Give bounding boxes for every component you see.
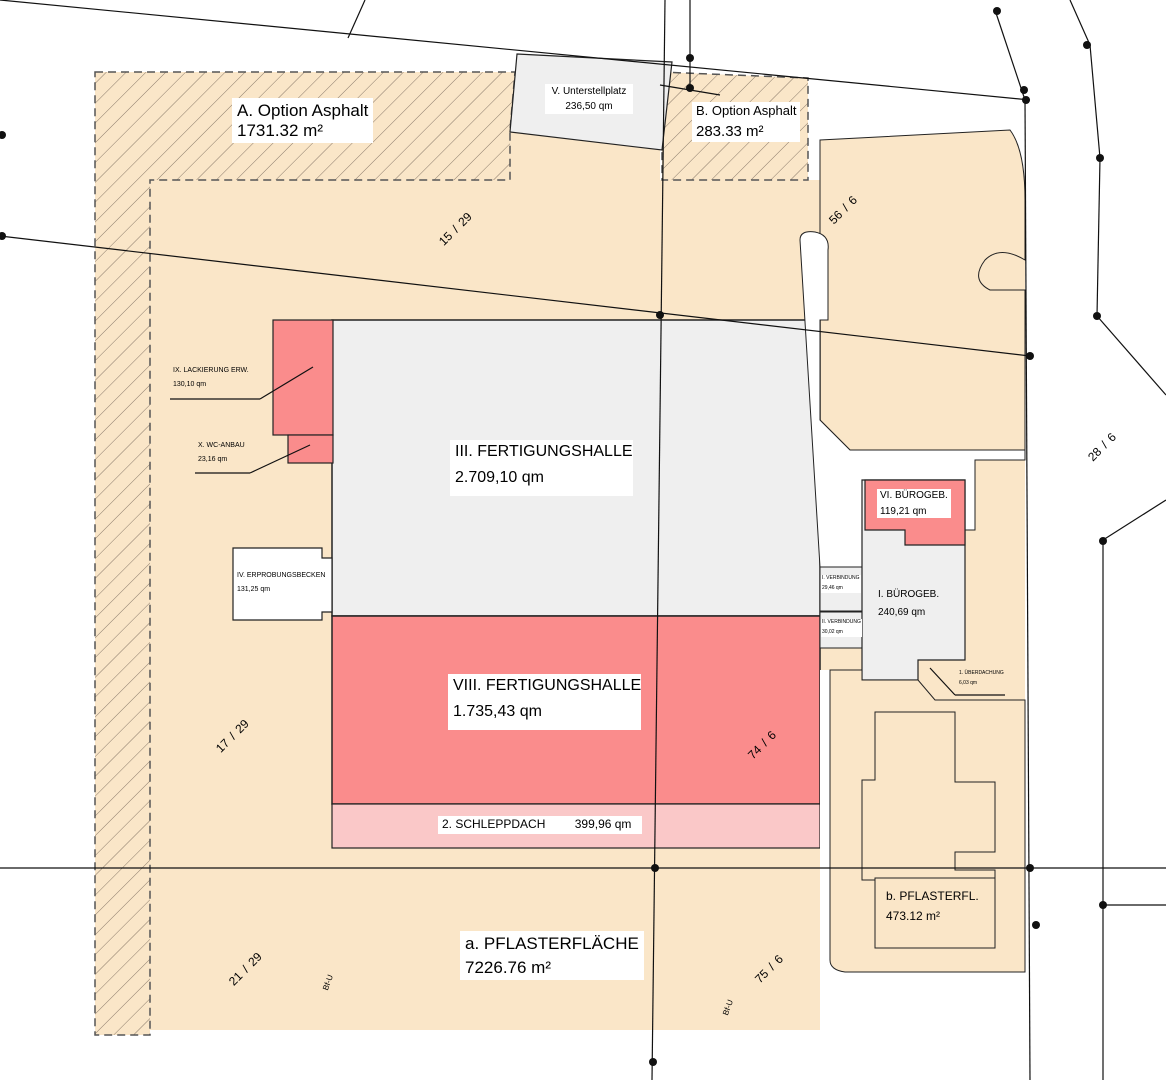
- fertigungshalle-3-title: III. FERTIGUNGSHALLE: [455, 443, 633, 460]
- buerogeb-6-label: VI. BÜROGEB. 119,21 qm: [877, 489, 951, 518]
- pflaster-b-shape: [874, 877, 996, 949]
- unterstellplatz-title: V. Unterstellplatz: [551, 86, 627, 97]
- lackierung-title: IX. LACKIERUNG ERW.: [173, 367, 249, 374]
- walkway-east: [799, 231, 1026, 568]
- option-b-label: B. Option Asphalt 283.33 m²: [692, 102, 801, 143]
- option-a-value: 1731.32 m²: [237, 120, 323, 140]
- verbindung-2-label: II. VERBINDUNG 30,02 qm: [821, 619, 862, 637]
- leader-lines: [170, 366, 1005, 696]
- pflaster-a-value: 7226.76 m²: [465, 957, 551, 977]
- ueberdachung-title: 1. ÜBERDACHUNG: [959, 670, 1004, 676]
- schleppdach-value: 399,96 qm: [574, 817, 632, 831]
- fertigungshalle-8-value: 1.735,43 qm: [453, 703, 542, 721]
- option-a-title: A. Option Asphalt: [237, 101, 369, 120]
- verbindung-2-value: 30,02 qm: [822, 628, 843, 635]
- survey-points: [0, 7, 1107, 1066]
- option-a-label: A. Option Asphalt 1731.32 m²: [232, 98, 374, 144]
- schleppdach-label: 2. SCHLEPPDACH 399,96 qm: [438, 816, 642, 834]
- pflaster-a-label: a. PFLASTERFLÄCHE 7226.76 m²: [460, 931, 644, 981]
- verbindung-1-title: I. VERBINDUNG: [822, 575, 860, 581]
- fertigungshalle-3-value: 2.709,10 qm: [455, 469, 544, 487]
- unterstellplatz-value: 236,50 qm: [565, 100, 613, 112]
- buerogeb-6-value: 119,21 qm: [880, 505, 927, 517]
- pflaster-a-title: a. PFLASTERFLÄCHE: [465, 934, 639, 953]
- erprobungsbecken-value: 131,25 qm: [237, 586, 271, 594]
- fertigungshalle-8-title: VIII. FERTIGUNGSHALLE: [453, 677, 642, 694]
- verbindung-1-label: I. VERBINDUNG 29,46 qm: [821, 575, 861, 593]
- buerogeb-6-title: VI. BÜROGEB.: [880, 490, 948, 501]
- verbindung-2-title: II. VERBINDUNG: [822, 619, 861, 625]
- wc-anbau-value: 23,16 qm: [198, 456, 228, 464]
- ueberdachung-value: 6,03 qm: [959, 679, 978, 686]
- schleppdach-title: 2. SCHLEPPDACH: [442, 817, 546, 831]
- walkway-lower-east: [820, 670, 1025, 1035]
- buerogeb-1-label: I. BÜROGEB. 240,69 qm: [875, 588, 942, 619]
- option-b-value: 283.33 m²: [696, 122, 764, 140]
- wc-anbau-label: X. WC-ANBAU 23,16 qm: [195, 440, 248, 466]
- ueberdachung-label: 1. ÜBERDACHUNG 6,03 qm: [958, 670, 1005, 688]
- fertigungshalle-8-label: VIII. FERTIGUNGSHALLE 1.735,43 qm: [448, 674, 641, 730]
- unterstellplatz-label: V. Unterstellplatz 236,50 qm: [545, 84, 633, 114]
- paving-area-east: [819, 129, 1026, 451]
- buerogeb-1-title: I. BÜROGEB.: [878, 589, 940, 600]
- erprobungsbecken-label: IV. ERPROBUNGSBECKEN 131,25 qm: [234, 570, 329, 597]
- lackierung-label: IX. LACKIERUNG ERW. 130,10 qm: [170, 365, 252, 391]
- wc-anbau-shape: [287, 434, 334, 464]
- buerogeb-1-value: 240,69 qm: [878, 606, 926, 618]
- option-b-title: B. Option Asphalt: [696, 103, 797, 118]
- pflaster-b-label: b. PFLASTERFL. 473.12 m²: [884, 889, 981, 925]
- fertigungshalle-3-label: III. FERTIGUNGSHALLE 2.709,10 qm: [450, 440, 633, 496]
- lackierung-value: 130,10 qm: [173, 381, 207, 389]
- wc-anbau-title: X. WC-ANBAU: [198, 442, 245, 449]
- erprobungsbecken-title: IV. ERPROBUNGSBECKEN: [237, 572, 326, 579]
- pflaster-b-value: 473.12 m²: [886, 908, 941, 923]
- lackierung-shape: [272, 319, 334, 436]
- verbindung-1-value: 29,46 qm: [822, 584, 843, 591]
- pflaster-b-title: b. PFLASTERFL.: [886, 889, 979, 903]
